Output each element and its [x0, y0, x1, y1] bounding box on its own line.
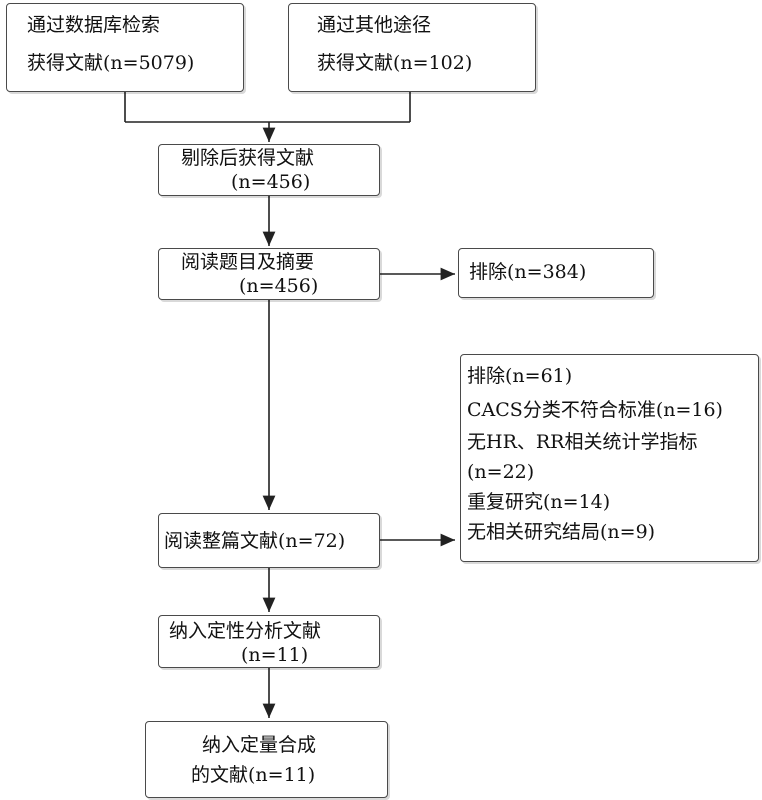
quantitative-line1: 纳入定量合成 [202, 734, 317, 756]
exclude-second-line4: (n=22) [467, 461, 535, 483]
exclude-second-line1: 排除(n=61) [467, 365, 573, 387]
quantitative-line2: 的文献(n=11) [191, 764, 316, 786]
qualitative-box: 纳入定性分析文献 (n=11) [158, 615, 380, 668]
after-dedup-line2: (n=456) [231, 171, 311, 193]
other-search-line1: 通过其他途径 [317, 14, 432, 36]
qualitative-line1: 纳入定性分析文献 [169, 620, 322, 642]
title-abstract-box: 阅读题目及摘要 (n=456) [158, 248, 380, 300]
quantitative-box: 纳入定量合成 的文献(n=11) [145, 721, 388, 798]
db-search-line1: 通过数据库检索 [27, 14, 161, 36]
qualitative-line2: (n=11) [241, 644, 309, 666]
title-abstract-line2: (n=456) [239, 275, 319, 297]
other-search-box: 通过其他途径 获得文献(n=102) [288, 3, 536, 92]
exclude-first-box: 排除(n=384) [458, 248, 654, 298]
exclude-second-line6: 无相关研究结局(n=9) [467, 521, 656, 543]
exclude-second-line3: 无HR、RR相关统计学指标 [467, 431, 698, 453]
db-search-line2: 获得文献(n=5079) [27, 52, 195, 74]
exclude-first-line1: 排除(n=384) [469, 261, 587, 283]
exclude-second-line5: 重复研究(n=14) [467, 491, 611, 513]
other-search-line2: 获得文献(n=102) [317, 52, 473, 74]
db-search-box: 通过数据库检索 获得文献(n=5079) [6, 3, 244, 92]
after-dedup-box: 剔除后获得文献 (n=456) [158, 144, 380, 196]
after-dedup-line1: 剔除后获得文献 [181, 147, 315, 169]
fulltext-box: 阅读整篇文献(n=72) [158, 513, 380, 568]
title-abstract-line1: 阅读题目及摘要 [181, 251, 315, 273]
fulltext-line1: 阅读整篇文献(n=72) [164, 530, 346, 552]
exclude-second-box: 排除(n=61) CACS分类不符合标准(n=16) 无HR、RR相关统计学指标… [460, 354, 759, 562]
exclude-second-line2: CACS分类不符合标准(n=16) [467, 399, 723, 421]
